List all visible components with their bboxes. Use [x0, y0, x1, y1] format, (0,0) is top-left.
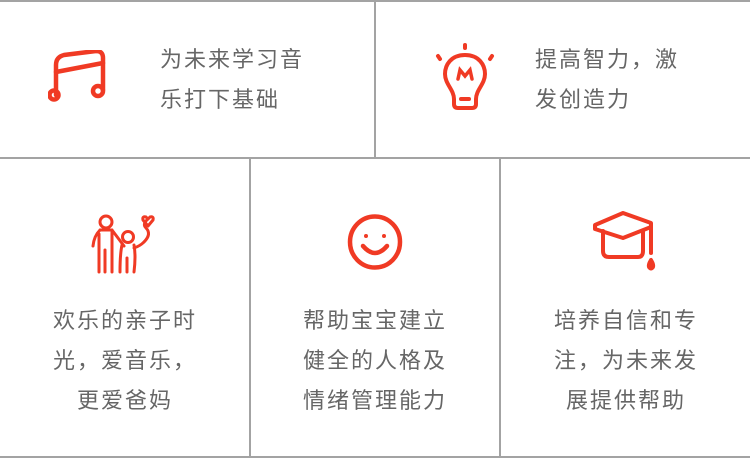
divider-vertical: [249, 158, 251, 458]
divider-middle: [0, 157, 750, 159]
music-note-icon: [48, 50, 106, 102]
feature-text-line: 提高智力，激: [535, 48, 680, 73]
divider-vertical: [374, 0, 376, 158]
feature-text-line: 帮助宝宝建立: [302, 309, 447, 334]
feature-family: 欢乐的亲子时 光，爱音乐， 更爱爸妈: [0, 159, 249, 456]
feature-text-line: 乐打下基础: [160, 88, 281, 113]
feature-intelligence: 提高智力，激 发创造力: [376, 0, 750, 157]
smiley-face-icon: [347, 214, 403, 270]
feature-text-line: 注，为未来发: [553, 349, 698, 374]
feature-text-line: 发创造力: [535, 88, 632, 113]
feature-text-line: 展提供帮助: [565, 389, 686, 414]
feature-text-line: 健全的人格及: [302, 349, 447, 374]
parent-child-icon: [91, 214, 155, 274]
feature-text-line: 欢乐的亲子时: [52, 309, 197, 334]
divider-vertical: [499, 158, 501, 458]
feature-confidence: 培养自信和专 注，为未来发 展提供帮助: [501, 159, 750, 456]
feature-text-line: 光，爱音乐，: [52, 349, 197, 374]
divider-bottom: [0, 456, 750, 458]
graduation-cap-icon: [593, 211, 656, 271]
feature-text-line: 情绪管理能力: [302, 389, 447, 414]
feature-music: 为未来学习音 乐打下基础: [0, 0, 374, 157]
feature-personality: 帮助宝宝建立 健全的人格及 情绪管理能力: [251, 159, 499, 456]
lightbulb-icon: [436, 43, 494, 110]
feature-text-line: 为未来学习音: [160, 48, 305, 73]
feature-text-line: 培养自信和专: [553, 309, 698, 334]
feature-text-line: 更爱爸妈: [76, 389, 173, 414]
